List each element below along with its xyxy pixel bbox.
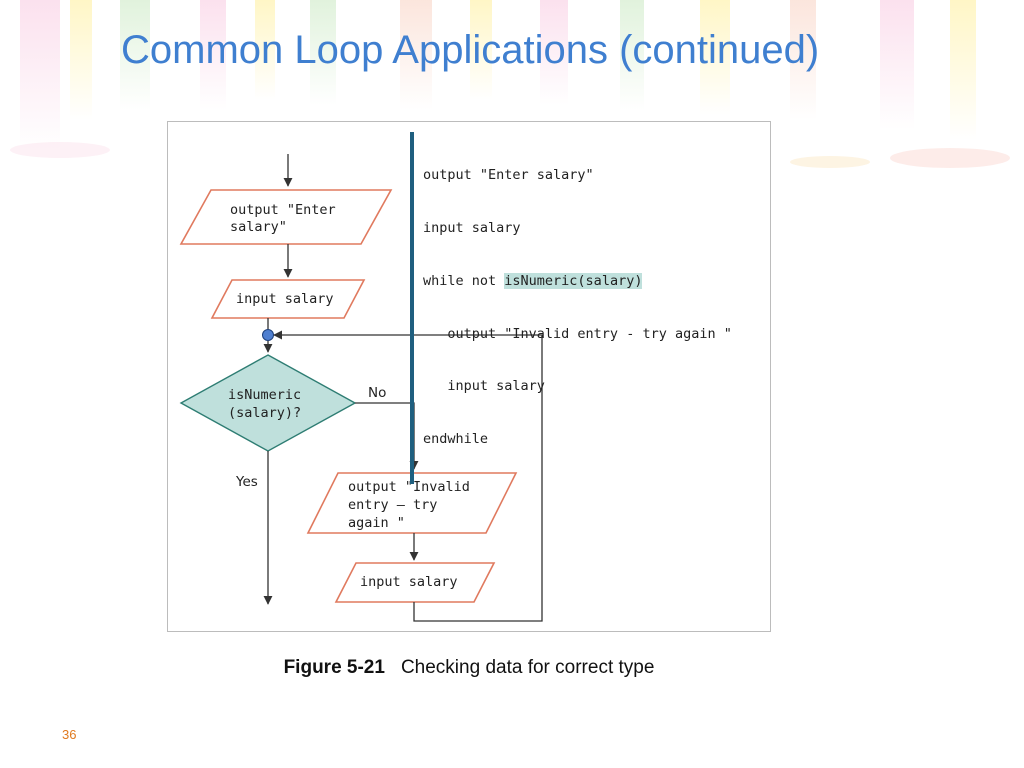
figure-caption: Figure 5-21 Checking data for correct typ…: [0, 657, 938, 679]
slide-number: 36: [62, 727, 77, 742]
input-salary-bottom-label: input salary: [360, 574, 458, 590]
output-invalid-entry-shape: [306, 472, 518, 534]
decision-line1: isNumeric: [228, 387, 301, 403]
output-enter-salary-shape: [179, 189, 393, 245]
figure-caption-text: Checking data for correct type: [400, 657, 655, 678]
pseudocode-line-3: while not isNumeric(salary): [423, 272, 732, 291]
input-salary-top-shape: [210, 279, 366, 319]
pseudocode-line-4: output "Invalid entry - try again ": [423, 325, 732, 342]
figure-frame: output "Enter salary" input salary isNum…: [167, 121, 771, 632]
figure-label: Figure 5-21: [283, 657, 385, 678]
yes-label: Yes: [235, 474, 258, 490]
decision-line2: (salary)?: [228, 405, 301, 421]
pseudocode-line-1: output "Enter salary": [423, 167, 594, 184]
no-label: No: [368, 385, 386, 401]
loop-back-line: [273, 330, 543, 622]
no-branch-line: [355, 402, 419, 470]
pseudocode-line-5: input salary: [423, 378, 545, 395]
output-enter-salary-line1: output "Enter: [230, 202, 336, 218]
output-enter-salary-line2: salary": [230, 219, 287, 235]
output-invalid-line3: again ": [348, 515, 405, 531]
decision-diamond: [179, 354, 357, 452]
flowchart: output "Enter salary" input salary isNum…: [179, 154, 543, 622]
pseudocode-line-2: input salary: [423, 219, 521, 236]
output-invalid-line2: entry – try: [348, 497, 437, 513]
output-invalid-line1: output "Invalid: [348, 479, 470, 495]
input-salary-top-label: input salary: [236, 291, 334, 307]
pseudocode-highlight: isNumeric(salary): [504, 272, 643, 289]
pseudocode-line-3-prefix: while not: [423, 272, 505, 289]
pseudocode-block: output "Enter salary" input salary while…: [410, 132, 732, 484]
slide-title: Common Loop Applications (continued): [121, 28, 820, 72]
loop-connector: [262, 329, 274, 341]
pseudocode-line-6: endwhile: [423, 431, 489, 448]
input-salary-bottom-shape: [334, 562, 496, 603]
